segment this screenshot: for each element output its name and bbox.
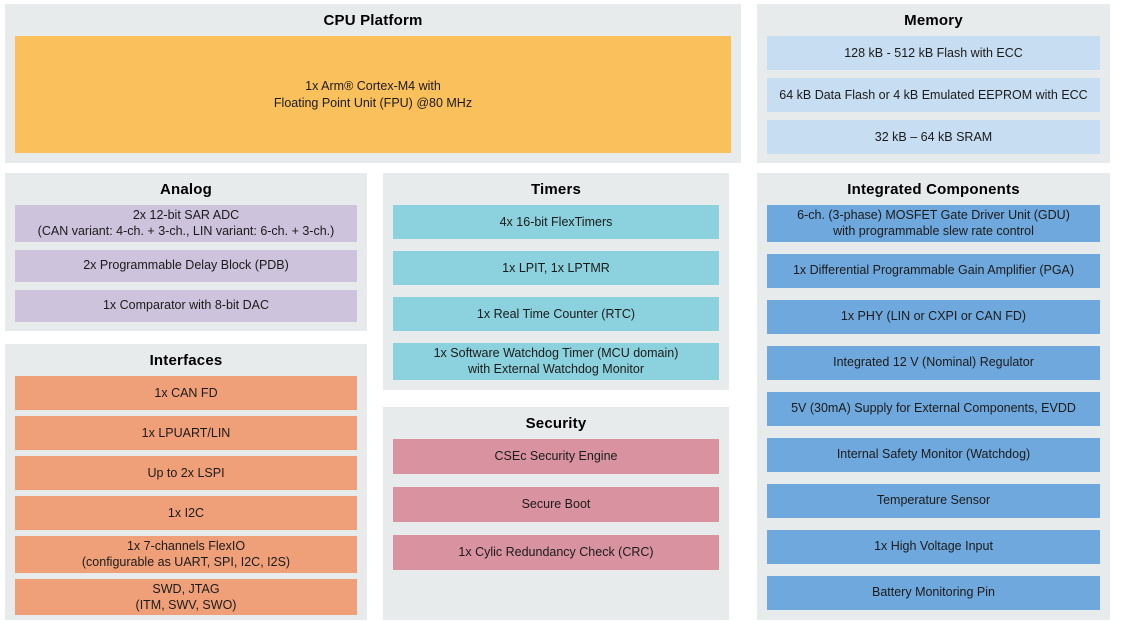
section-blocks: 1x Arm® Cortex-M4 with Floating Point Un… — [15, 36, 731, 153]
diagram-block-watchdog-timer: 1x Software Watchdog Timer (MCU domain) … — [393, 343, 719, 380]
section-title: CPU Platform — [323, 12, 423, 29]
section-interfaces: Interfaces 1x CAN FD 1x LPUART/LIN Up to… — [5, 344, 367, 620]
section-integrated-components: Integrated Components 6-ch. (3-phase) MO… — [757, 173, 1110, 620]
diagram-block-data-flash: 64 kB Data Flash or 4 kB Emulated EEPROM… — [767, 78, 1100, 112]
diagram-block-lspi: Up to 2x LSPI — [15, 456, 357, 490]
section-blocks: CSEc Security Engine Secure Boot 1x Cyli… — [393, 439, 719, 610]
section-analog: Analog 2x 12-bit SAR ADC (CAN variant: 4… — [5, 173, 367, 331]
diagram-block-comparator: 1x Comparator with 8-bit DAC — [15, 289, 357, 322]
diagram-block-csec: CSEc Security Engine — [393, 439, 719, 474]
diagram-block-battery-pin: Battery Monitoring Pin — [767, 575, 1100, 610]
diagram-block-lpit-lptmr: 1x LPIT, 1x LPTMR — [393, 251, 719, 285]
diagram-block-phy: 1x PHY (LIN or CXPI or CAN FD) — [767, 299, 1100, 334]
diagram-block-flextimers: 4x 16-bit FlexTimers — [393, 205, 719, 239]
diagram-block-crc: 1x Cylic Redundancy Check (CRC) — [393, 535, 719, 570]
section-memory: Memory 128 kB - 512 kB Flash with ECC 64… — [757, 4, 1110, 163]
section-blocks: 6-ch. (3-phase) MOSFET Gate Driver Unit … — [767, 205, 1100, 610]
section-title: Timers — [530, 181, 582, 198]
diagram-block-lpuart-lin: 1x LPUART/LIN — [15, 416, 357, 450]
section-title: Memory — [904, 12, 963, 29]
section-title: Analog — [159, 181, 213, 198]
diagram-block-safety-monitor: Internal Safety Monitor (Watchdog) — [767, 437, 1100, 472]
section-blocks: 2x 12-bit SAR ADC (CAN variant: 4-ch. + … — [15, 205, 357, 322]
diagram-block-pga: 1x Differential Programmable Gain Amplif… — [767, 253, 1100, 288]
diagram-block-adc: 2x 12-bit SAR ADC (CAN variant: 4-ch. + … — [15, 205, 357, 242]
section-timers: Timers 4x 16-bit FlexTimers 1x LPIT, 1x … — [383, 173, 729, 390]
diagram-block-evdd-supply: 5V (30mA) Supply for External Components… — [767, 391, 1100, 426]
section-blocks: 128 kB - 512 kB Flash with ECC 64 kB Dat… — [767, 36, 1100, 154]
diagram-block-flexio: 1x 7-channels FlexIO (configurable as UA… — [15, 536, 357, 573]
diagram-block-sram: 32 kB – 64 kB SRAM — [767, 120, 1100, 154]
diagram-block-high-voltage-input: 1x High Voltage Input — [767, 529, 1100, 564]
diagram-block-secure-boot: Secure Boot — [393, 487, 719, 522]
section-blocks: 1x CAN FD 1x LPUART/LIN Up to 2x LSPI 1x… — [15, 376, 357, 615]
diagram-block-gdu: 6-ch. (3-phase) MOSFET Gate Driver Unit … — [767, 205, 1100, 242]
diagram-block-temperature-sensor: Temperature Sensor — [767, 483, 1100, 518]
diagram-block-can-fd: 1x CAN FD — [15, 376, 357, 410]
diagram-block-i2c: 1x I2C — [15, 496, 357, 530]
diagram-block-rtc: 1x Real Time Counter (RTC) — [393, 297, 719, 331]
diagram-block-swd-jtag: SWD, JTAG (ITM, SWV, SWO) — [15, 578, 357, 615]
diagram-block-pdb: 2x Programmable Delay Block (PDB) — [15, 249, 357, 282]
diagram-block-regulator: Integrated 12 V (Nominal) Regulator — [767, 345, 1100, 380]
diagram-block-flash: 128 kB - 512 kB Flash with ECC — [767, 36, 1100, 70]
section-title: Interfaces — [149, 352, 223, 369]
section-blocks: 4x 16-bit FlexTimers 1x LPIT, 1x LPTMR 1… — [393, 205, 719, 380]
section-title: Security — [525, 415, 587, 432]
diagram-block-cpu-core: 1x Arm® Cortex-M4 with Floating Point Un… — [15, 36, 731, 153]
section-security: Security CSEc Security Engine Secure Boo… — [383, 407, 729, 620]
section-title: Integrated Components — [847, 181, 1020, 198]
section-cpu-platform: CPU Platform 1x Arm® Cortex-M4 with Floa… — [5, 4, 741, 163]
